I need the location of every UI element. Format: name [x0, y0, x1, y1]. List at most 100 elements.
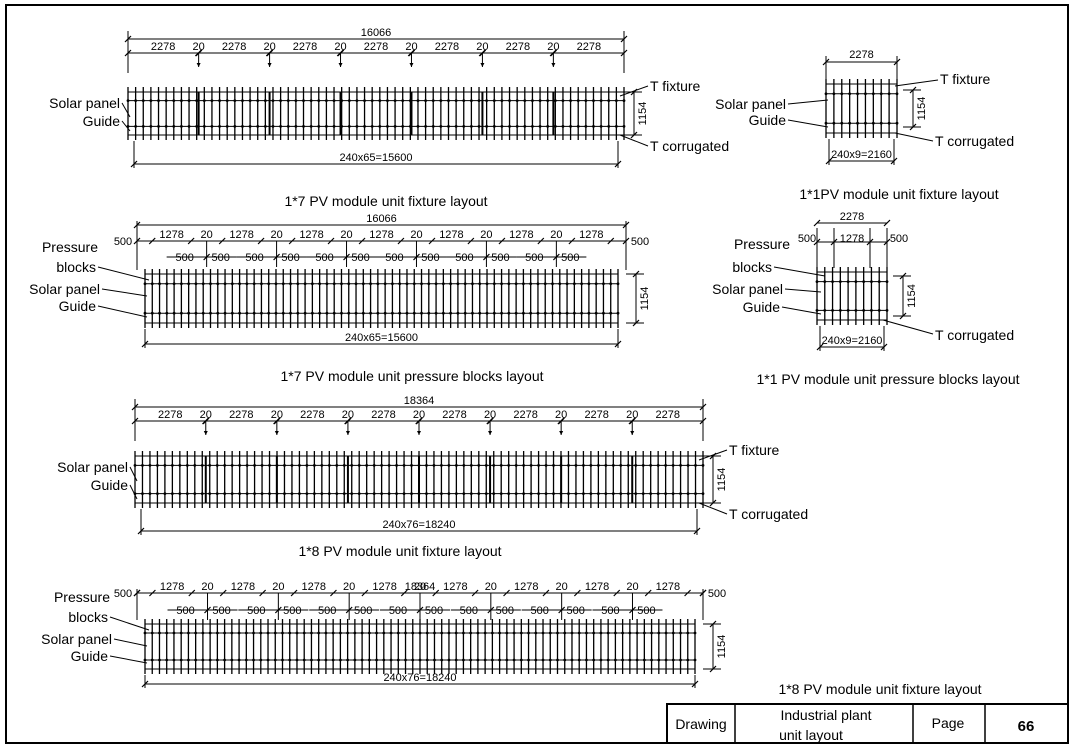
fixture-dot: [500, 125, 504, 128]
dimension-tick: [709, 665, 717, 673]
fixture-dot: [398, 311, 402, 315]
sub-dimension: 500: [637, 605, 655, 617]
dimension-tick: [148, 237, 156, 245]
fixture-dot: [375, 631, 378, 635]
fixture-dot: [538, 125, 542, 128]
fixture-dot: [370, 125, 374, 128]
sub-dimension: 500: [176, 605, 194, 617]
fixture-dot: [492, 311, 496, 315]
fixture-dot: [378, 125, 382, 128]
fixture-dot: [398, 282, 402, 286]
segment-dimension: 2278: [151, 41, 175, 53]
overall-dimension: 16066: [366, 213, 397, 225]
fixture-dot: [512, 631, 516, 635]
fixture-dot: [634, 492, 638, 495]
fixture-dot: [619, 492, 623, 495]
fixture-dot: [143, 311, 147, 315]
fixture-dot: [302, 658, 306, 662]
fixture-dot: [621, 631, 625, 635]
segment-dimension: 1278: [656, 581, 680, 593]
t-fixture-label: T fixture: [729, 442, 780, 458]
leader-line: [787, 99, 829, 105]
fixture-dot: [613, 658, 617, 662]
fixture-dot: [402, 464, 406, 467]
dimension-tick: [467, 237, 475, 245]
fixture-dot: [267, 311, 271, 315]
fixture-dot: [854, 280, 858, 283]
fixture-dot: [386, 99, 389, 102]
fixture-dot: [879, 121, 883, 125]
leader-line: [787, 119, 829, 128]
fixture-dot: [317, 99, 321, 102]
fixture-dot: [195, 125, 199, 128]
fixture-dot: [543, 311, 547, 315]
fixture-dot: [507, 311, 511, 315]
fixture-dot: [614, 125, 618, 128]
fixture-dot: [519, 658, 523, 662]
t-fixture-label: T fixture: [940, 71, 991, 87]
fixture-dot: [361, 311, 365, 315]
fixture-dot: [369, 282, 372, 286]
dimension-tick: [498, 237, 506, 245]
fixture-dot: [628, 631, 632, 635]
fixture-dot: [237, 658, 241, 662]
fixture-dot: [492, 464, 496, 467]
fixture-dot: [877, 309, 881, 312]
fixture-dot: [656, 464, 660, 467]
fixture-dot: [360, 631, 364, 635]
dimension-tick: [709, 620, 717, 628]
drawing-caption: 1*1 PV module unit pressure blocks layou…: [756, 371, 1019, 387]
fixture-dot: [529, 492, 533, 495]
fixture-dot: [252, 631, 255, 635]
dimension-tick: [614, 160, 622, 168]
fixture-dot: [558, 311, 562, 315]
sub-dimension: 500: [281, 252, 299, 264]
solar-panel-label: Solar panel: [29, 281, 100, 297]
overall-dimension: 16066: [361, 27, 392, 39]
dimension-tick: [400, 589, 408, 597]
dimension-tick: [909, 123, 917, 131]
bottom-dimension: 240x65=15600: [345, 332, 418, 344]
fixture-dot: [370, 99, 374, 102]
fixture-dot: [469, 99, 473, 102]
fixture-dot: [372, 492, 376, 495]
fixture-dot: [585, 658, 588, 662]
fixture-dot: [245, 492, 249, 495]
fixture-dot: [589, 492, 593, 495]
fixture-dot: [563, 631, 567, 635]
fixture-dot: [305, 464, 309, 467]
fixture-dot: [335, 492, 339, 495]
fixture-dot: [325, 282, 329, 286]
fixture-dot: [150, 631, 154, 635]
fixture-dot: [332, 282, 336, 286]
fixture-dot: [286, 125, 290, 128]
fixture-dot: [367, 658, 371, 662]
leader-line: [129, 484, 138, 500]
fixture-dot: [862, 309, 866, 312]
fixture-dot: [577, 631, 581, 635]
fixture-dot: [686, 658, 690, 662]
joint-arrow: [559, 431, 564, 435]
title-block-name-line2: unit layout: [779, 727, 843, 743]
fixture-dot: [279, 125, 283, 128]
fixture-dot: [296, 311, 300, 315]
dimension-tick: [684, 589, 692, 597]
fixture-dot: [230, 464, 234, 467]
fixture-dot: [558, 282, 562, 286]
fixture-dot: [846, 309, 850, 312]
fixture-dot: [180, 125, 183, 128]
fixture-dot: [701, 492, 705, 495]
fixture-dot: [260, 282, 263, 286]
fixture-dot: [233, 125, 237, 128]
fixture-dot: [346, 631, 350, 635]
fixture-dot: [420, 282, 423, 286]
fixture-dot: [541, 658, 545, 662]
title-block-drawing-label: Drawing: [675, 716, 726, 732]
fixture-dot: [606, 658, 610, 662]
segment-dimension: 20: [626, 581, 638, 593]
title-block: Drawing Industrial plant unit layout Pag…: [666, 703, 1069, 744]
fixture-dot: [312, 492, 316, 495]
fixture-dot: [347, 282, 351, 286]
fixture-dot: [150, 658, 154, 662]
